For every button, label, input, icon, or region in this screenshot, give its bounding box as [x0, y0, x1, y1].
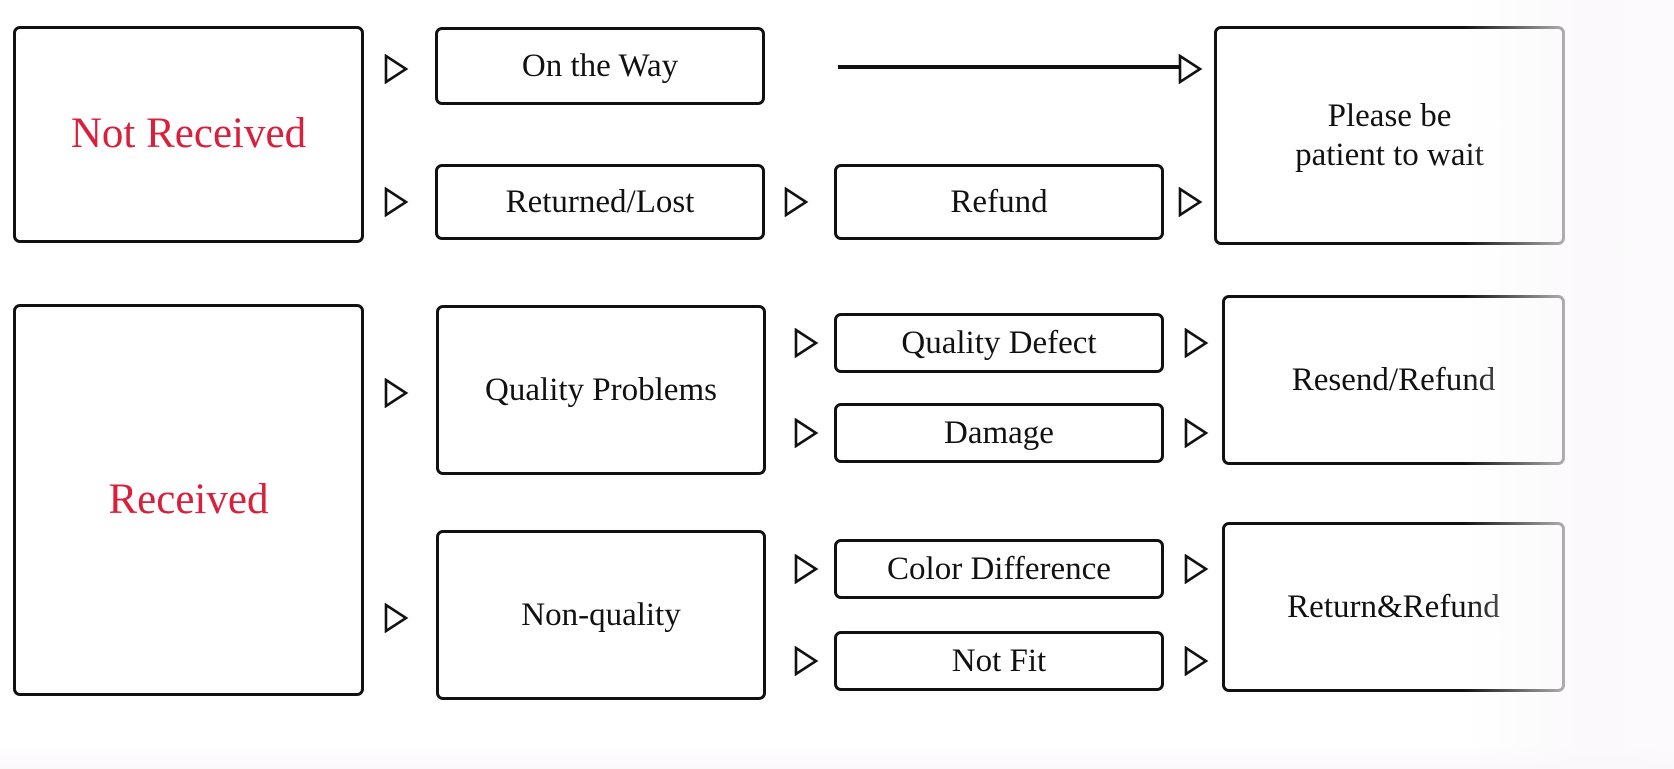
arrow-damage-to-resend-refund	[1178, 415, 1214, 451]
node-quality-problems-label: Quality Problems	[485, 371, 717, 408]
node-not-received[interactable]: Not Received	[13, 26, 364, 243]
arrow-returned-lost-to-refund	[778, 184, 814, 220]
arrow-quality-problems-to-damage	[788, 415, 824, 451]
node-on-the-way-label: On the Way	[521, 47, 679, 84]
arrow-received-to-quality-problems	[378, 375, 414, 411]
connector-on-the-way-to-please-wait	[838, 65, 1180, 69]
arrow-non-quality-to-color-difference	[788, 551, 824, 587]
arrow-quality-problems-to-quality-defect	[788, 325, 824, 361]
node-please-be-patient-to-wait[interactable]: Please be patient to wait	[1214, 26, 1565, 245]
arrow-not-received-to-on-the-way	[378, 51, 414, 87]
node-returned-lost[interactable]: Returned/Lost	[435, 164, 765, 240]
node-resend-refund-label: Resend/Refund	[1291, 361, 1496, 398]
node-refund[interactable]: Refund	[834, 164, 1164, 240]
node-quality-defect-label: Quality Defect	[901, 324, 1097, 361]
node-non-quality-label: Non-quality	[521, 596, 681, 633]
arrow-not-fit-to-return-refund	[1178, 643, 1214, 679]
bottom-edge-gradient	[0, 743, 1674, 769]
node-damage-label: Damage	[944, 414, 1054, 451]
node-received[interactable]: Received	[13, 304, 364, 696]
node-return-refund[interactable]: Return&Refund	[1222, 522, 1565, 692]
node-non-quality[interactable]: Non-quality	[436, 530, 766, 700]
node-return-refund-label: Return&Refund	[1287, 588, 1500, 625]
arrow-line-to-please-wait	[1172, 51, 1208, 87]
node-received-label: Received	[108, 475, 269, 523]
node-please-be-patient-to-wait-label: Please be patient to wait	[1295, 97, 1484, 173]
node-color-difference[interactable]: Color Difference	[834, 539, 1164, 599]
node-color-difference-label: Color Difference	[887, 550, 1111, 587]
node-resend-refund[interactable]: Resend/Refund	[1222, 295, 1565, 465]
arrow-color-difference-to-return-refund	[1178, 551, 1214, 587]
arrow-not-received-to-returned-lost	[378, 184, 414, 220]
node-returned-lost-label: Returned/Lost	[505, 183, 695, 220]
arrow-refund-to-please-wait	[1172, 184, 1208, 220]
arrow-quality-defect-to-resend-refund	[1178, 325, 1214, 361]
node-on-the-way[interactable]: On the Way	[435, 27, 765, 105]
arrow-non-quality-to-not-fit	[788, 643, 824, 679]
node-quality-defect[interactable]: Quality Defect	[834, 313, 1164, 373]
node-quality-problems[interactable]: Quality Problems	[436, 305, 766, 475]
node-refund-label: Refund	[950, 183, 1048, 220]
node-not-received-label: Not Received	[70, 110, 307, 158]
arrow-received-to-non-quality	[378, 600, 414, 636]
node-damage[interactable]: Damage	[834, 403, 1164, 463]
node-not-fit-label: Not Fit	[951, 642, 1047, 679]
node-not-fit[interactable]: Not Fit	[834, 631, 1164, 691]
